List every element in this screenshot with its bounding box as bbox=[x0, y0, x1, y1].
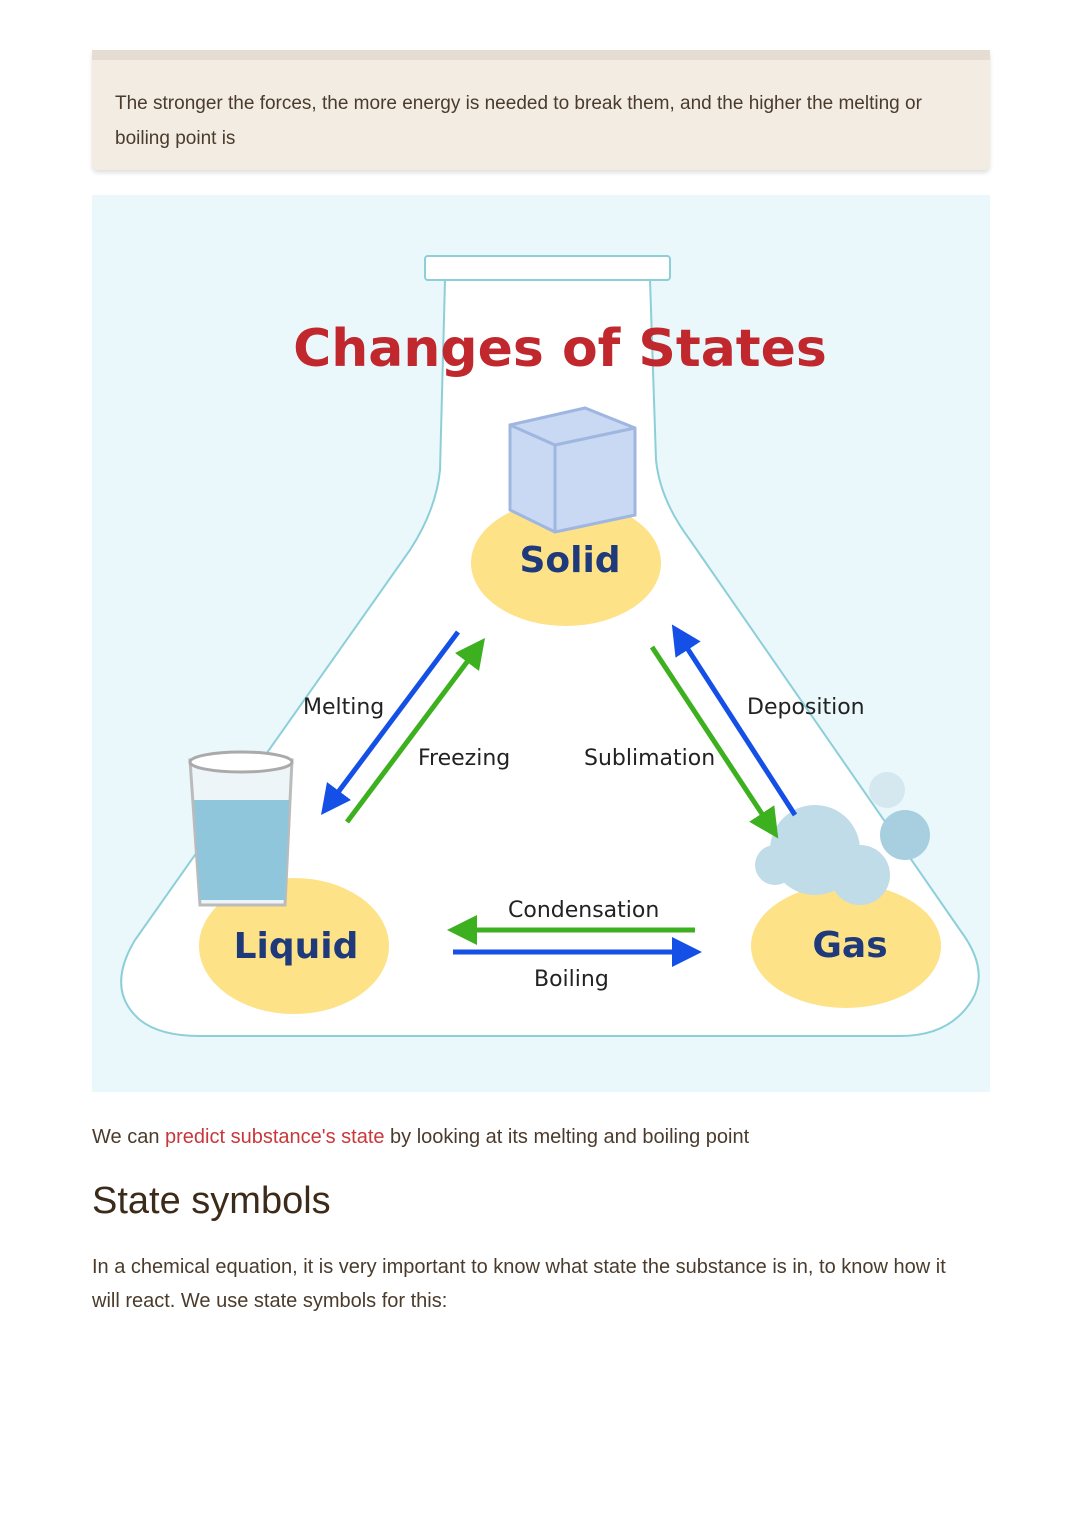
label-condensation: Condensation bbox=[508, 898, 659, 923]
para-text: We can bbox=[92, 1126, 165, 1148]
deposition-arrow bbox=[671, 624, 798, 817]
info-callout: The stronger the forces, the more energy… bbox=[92, 50, 990, 170]
label-freezing: Freezing bbox=[418, 746, 510, 771]
callout-text: The stronger the forces, the more energy… bbox=[115, 93, 922, 149]
state-label-solid: Solid bbox=[519, 540, 620, 581]
section-heading: State symbols bbox=[92, 1180, 331, 1222]
ice-cube-icon bbox=[508, 406, 637, 534]
highlight-text: predict substance's state bbox=[165, 1126, 385, 1148]
label-boiling: Boiling bbox=[534, 967, 609, 992]
para-text: by looking at its melting and boiling po… bbox=[384, 1126, 750, 1148]
gas-cloud-icon bbox=[755, 772, 930, 905]
water-glass-icon bbox=[188, 750, 294, 907]
liquid-blob bbox=[199, 878, 389, 1014]
flask-outline bbox=[120, 255, 980, 1037]
prediction-paragraph: We can predict substance's state by look… bbox=[92, 1126, 749, 1149]
freezing-arrow bbox=[345, 638, 485, 824]
label-melting: Melting bbox=[303, 695, 384, 720]
sublimation-arrow bbox=[649, 645, 779, 839]
gas-blob bbox=[751, 884, 941, 1008]
diagram-title: Changes of States bbox=[293, 319, 827, 379]
state-label-liquid: Liquid bbox=[234, 926, 359, 967]
label-sublimation: Sublimation bbox=[584, 746, 715, 771]
label-deposition: Deposition bbox=[747, 695, 865, 720]
changes-of-states-diagram: Changes of States Solid Liquid Gas Melti… bbox=[92, 195, 990, 1092]
diagram-svg: Changes of States Solid Liquid Gas Melti… bbox=[120, 255, 980, 1037]
state-symbols-paragraph: In a chemical equation, it is very impor… bbox=[92, 1256, 946, 1312]
melting-arrow bbox=[321, 630, 461, 816]
solid-blob bbox=[471, 500, 661, 626]
state-label-gas: Gas bbox=[812, 925, 887, 966]
